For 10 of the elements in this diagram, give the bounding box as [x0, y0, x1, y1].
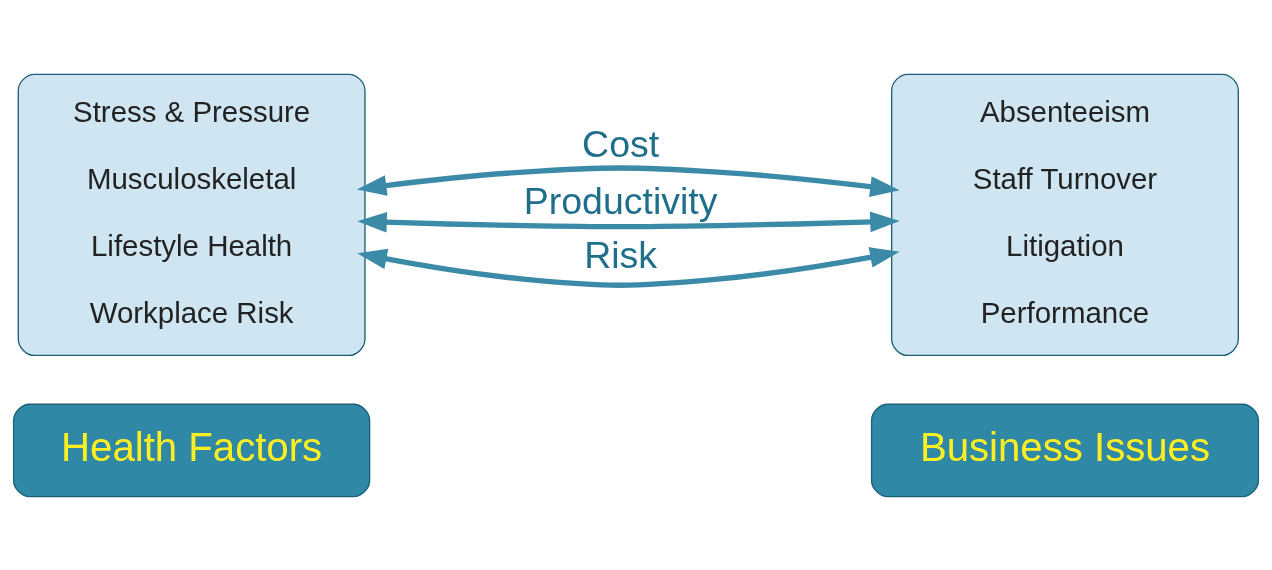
edge-label: Productivity — [523, 179, 718, 222]
node-box: Business Issues — [870, 403, 1260, 497]
edge-label: Cost — [582, 122, 660, 165]
node-box: Stress & Pressure Musculoskeletal Lifestyle Health Workplace Risk — [17, 73, 366, 356]
node-box: Health Factors — [12, 403, 371, 497]
arrow — [356, 164, 900, 197]
arrow — [357, 246, 900, 288]
node-box: Absenteeism Staff Turnover Litigation Performance — [891, 73, 1239, 356]
edge-label: Risk — [584, 233, 658, 276]
arrow — [357, 211, 900, 233]
